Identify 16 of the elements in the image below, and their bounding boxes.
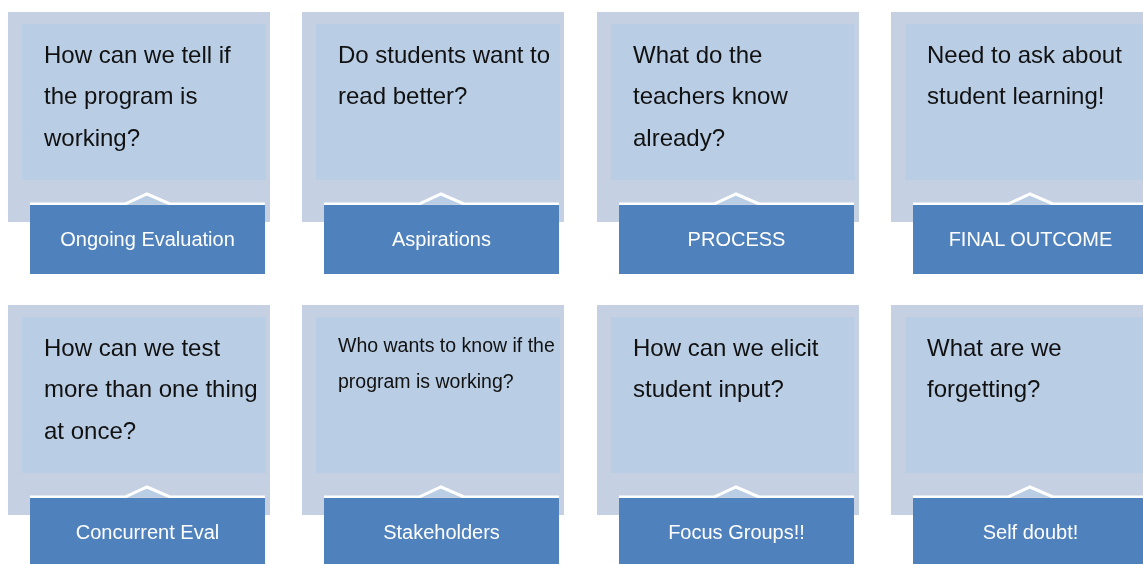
question-text: Do students want to read better? [316,24,560,180]
category-tab: Self doubt! [913,498,1143,564]
category-tab: Stakeholders [324,498,559,564]
question-text: What do the teachers know already? [611,24,855,180]
question-text: What are we forgetting? [905,317,1143,473]
question-text: How can we elicit student input? [611,317,855,473]
category-tab: Aspirations [324,205,559,274]
category-tab: PROCESS [619,205,854,274]
category-tab: Focus Groups!! [619,498,854,564]
question-text: Need to ask about student learning! [905,24,1143,180]
question-text: How can we test more than one thing at once? [22,317,266,473]
question-text: Who wants to know if the program is working? [316,317,560,473]
question-text: How can we tell if the program is working? [22,24,266,180]
category-tab: Ongoing Evaluation [30,205,265,274]
category-tab: FINAL OUTCOME [913,205,1143,274]
category-tab: Concurrent Eval [30,498,265,564]
